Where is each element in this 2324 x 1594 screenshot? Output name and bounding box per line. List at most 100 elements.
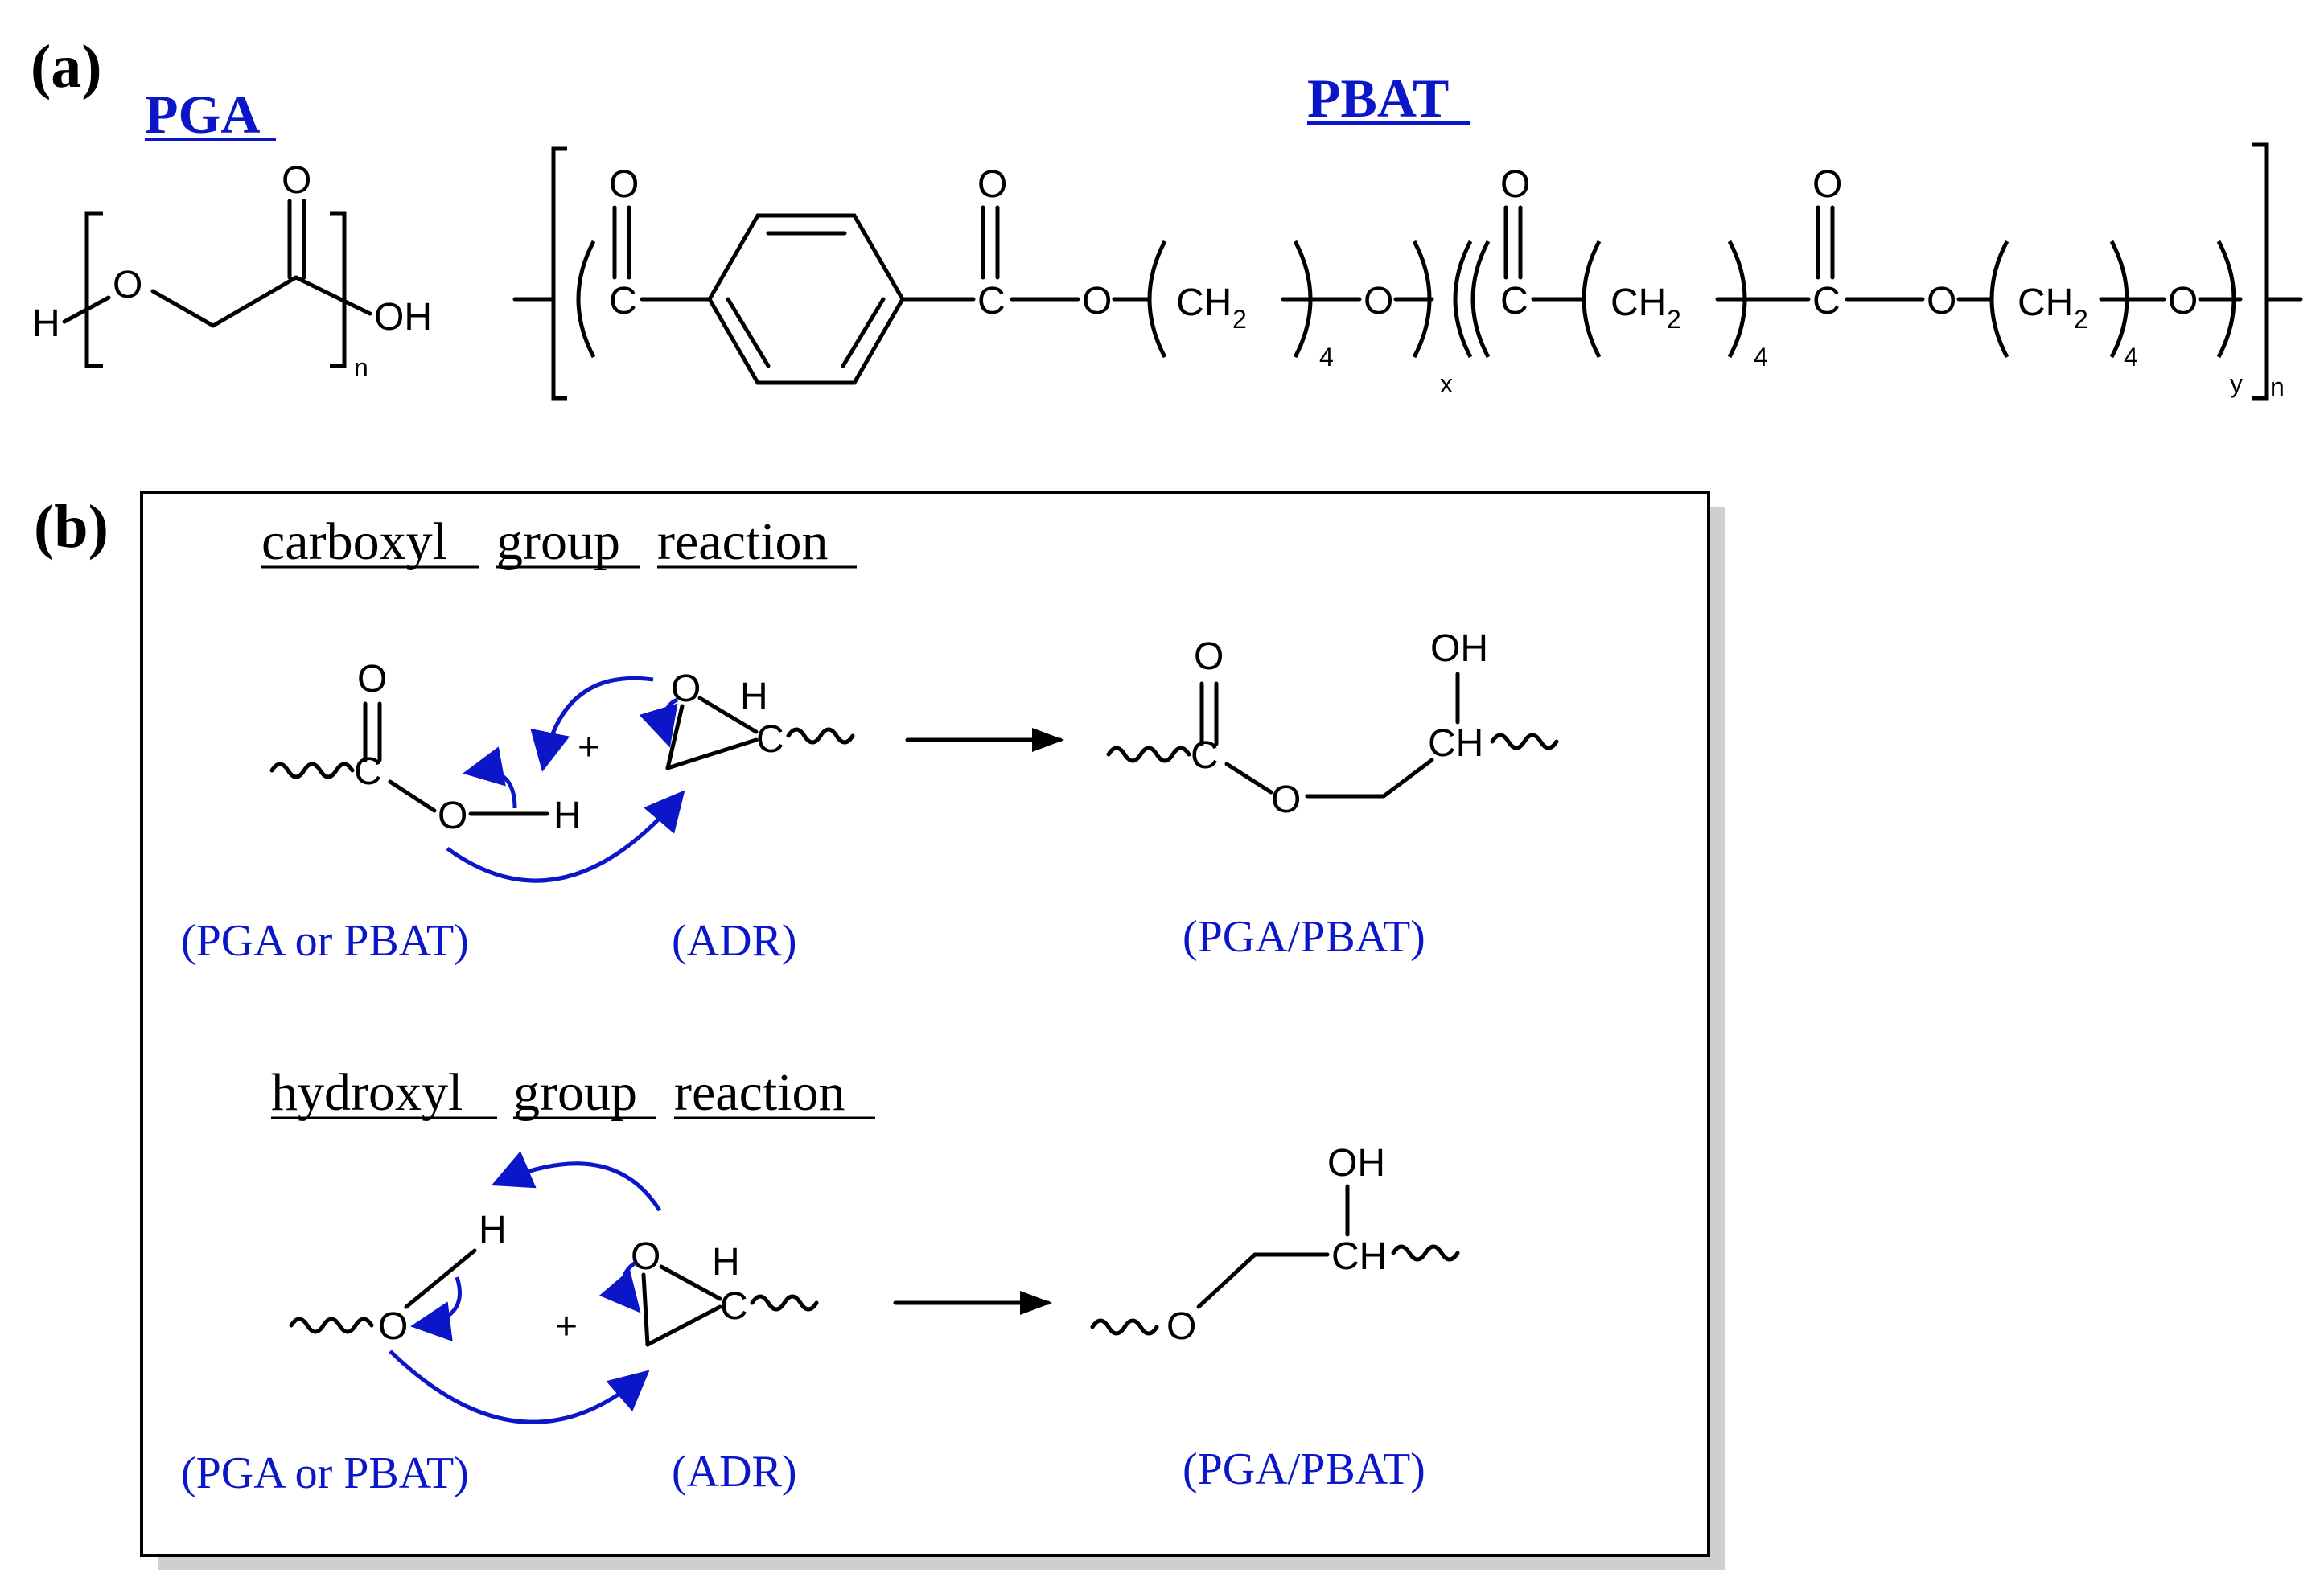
- hydroxyl-product-chain-wave-2: [1391, 1244, 1460, 1262]
- hydroxyl-epoxide-atom-o: O: [631, 1235, 660, 1278]
- hydroxyl-alcohol-bond-o-h: [404, 1248, 477, 1309]
- carboxyl-product-chain-wave-2: [1490, 733, 1559, 750]
- pbat-atom-o-ester2: O: [1927, 280, 1956, 322]
- hydroxyl-arrow-to-h: [491, 1151, 662, 1212]
- hydroxyl-epoxide-bond-o-ch2: [641, 1272, 650, 1347]
- carboxyl-acid-bond-c-o: [388, 779, 437, 813]
- pbat-paren-x-open: [576, 240, 596, 359]
- pga-right-bracket: [330, 211, 347, 368]
- pga-atom-h: H: [32, 302, 60, 345]
- carboxyl-title-word-1: carboxyl: [261, 512, 447, 571]
- carboxyl-epoxide-bond-o-c: [697, 696, 759, 734]
- pbat-atom-o-ester1: O: [1082, 280, 1112, 322]
- hydroxyl-alcohol-chain-wave: [289, 1317, 374, 1334]
- carboxyl-plus: +: [578, 726, 600, 769]
- pbat-paren-y-close: [2216, 240, 2236, 359]
- carboxyl-product-atom-oh: OH: [1430, 627, 1488, 670]
- pbat-atom-o2: O: [977, 163, 1007, 206]
- pbat-benzene-ring: [707, 213, 905, 385]
- pga-bond-c-oh: [294, 275, 372, 316]
- pga-subscript-n: n: [354, 353, 368, 382]
- hydroxyl-alcohol-atom-o: O: [378, 1305, 408, 1348]
- carboxyl-acid-atom-o: O: [438, 795, 467, 837]
- carboxyl-acid-atom-carbonyl-o: O: [357, 658, 387, 700]
- pbat-atom-c1: C: [609, 280, 637, 322]
- carboxyl-label-product: (PGA/PBAT): [1183, 912, 1425, 962]
- pbat-atom-c4: C: [1812, 280, 1841, 322]
- pbat-ring-inner-2: [841, 297, 886, 368]
- pbat-atom-o-end1: O: [1364, 280, 1393, 322]
- pga-bond-ch2-c: [211, 275, 298, 328]
- pbat-count-1: 4: [1319, 343, 1334, 372]
- pbat-atom-o3: O: [1500, 163, 1530, 206]
- panel-a-label: (a): [31, 33, 102, 101]
- hydroxyl-label-product: (PGA/PBAT): [1183, 1444, 1425, 1494]
- pbat-count-3: 4: [2124, 343, 2138, 372]
- hydroxyl-product-atom-o: O: [1166, 1305, 1196, 1348]
- hydroxyl-epoxide-atom-c: C: [720, 1285, 748, 1328]
- hydroxyl-epoxide-atom-h: H: [712, 1241, 740, 1284]
- pbat-count-2: 4: [1754, 343, 1768, 372]
- carboxyl-epoxide-chain-wave: [786, 727, 855, 745]
- carboxyl-label-adr: (ADR): [672, 916, 797, 966]
- panel-b-box: [140, 491, 1710, 1557]
- pga-left-bracket: [84, 211, 103, 368]
- hydroxyl-product-bond-o-ch2: [1196, 1252, 1257, 1309]
- pbat-paren-y-open-2: [1470, 240, 1491, 359]
- hydroxyl-arrow-epoxide-o: [598, 1260, 641, 1313]
- hydroxyl-title-word-1: hydroxyl: [271, 1063, 463, 1122]
- carboxyl-title-word-2: group: [496, 512, 620, 571]
- hydroxyl-epoxide-bond-o-c: [659, 1264, 722, 1301]
- pbat-atom-ch2-1-sub: 2: [1232, 305, 1247, 334]
- pbat-paren-ch2-2-open: [1582, 240, 1602, 359]
- panel-a: (a) PGA H O O OH n PBAT C: [31, 33, 2303, 401]
- pbat-atom-c2: C: [977, 280, 1006, 322]
- pbat-paren-ch2-3-open: [1989, 240, 2009, 359]
- pbat-subscript-n: n: [2270, 372, 2285, 401]
- pbat-title: PBAT: [1307, 68, 1449, 129]
- hydroxyl-epoxide-bond-ring: [645, 1304, 722, 1347]
- carboxyl-product-atom-ch: CH: [1428, 722, 1483, 765]
- carboxyl-product-chain-wave: [1106, 746, 1191, 763]
- carboxyl-product-bond-c-o: [1224, 762, 1273, 795]
- pbat-atom-ch2-1: CH: [1176, 281, 1232, 324]
- pbat-atom-o1: O: [609, 163, 639, 206]
- pbat-atom-o-end2: O: [2168, 280, 2198, 322]
- pbat-atom-o4: O: [1812, 163, 1842, 206]
- pbat-paren-ch2-1-open: [1147, 240, 1167, 359]
- pbat-subscript-y: y: [2230, 369, 2243, 398]
- hydroxyl-product-atom-oh: OH: [1327, 1142, 1385, 1185]
- hydroxyl-label-adr: (ADR): [672, 1447, 797, 1497]
- pbat-subscript-x: x: [1440, 369, 1453, 398]
- pbat-atom-c3: C: [1500, 280, 1528, 322]
- hydroxyl-product-chain-wave: [1090, 1318, 1159, 1336]
- pbat-atom-ch2-2: CH: [1610, 281, 1666, 324]
- carboxyl-epoxide-atom-h: H: [740, 676, 768, 718]
- carboxyl-acid-atom-c: C: [354, 750, 382, 793]
- carboxyl-reaction: carboxyl group reaction C O O H + O H C: [181, 512, 1559, 966]
- pga-structure: PGA H O O OH n: [32, 84, 432, 382]
- pbat-paren-y-open: [1453, 240, 1473, 359]
- carboxyl-epoxide-atom-o: O: [671, 668, 701, 710]
- hydroxyl-product-atom-ch: CH: [1331, 1235, 1387, 1278]
- carboxyl-label-reactant: (PGA or PBAT): [181, 916, 469, 966]
- hydroxyl-reaction: hydroxyl group reaction O H + O H C: [181, 1063, 1460, 1498]
- carboxyl-epoxide-bond-ring: [665, 737, 759, 770]
- hydroxyl-title-word-3: reaction: [674, 1063, 845, 1122]
- pbat-atom-ch2-3: CH: [2018, 281, 2073, 324]
- carboxyl-title-word-3: reaction: [657, 512, 829, 571]
- hydroxyl-label-reactant: (PGA or PBAT): [181, 1448, 469, 1498]
- hydroxyl-title-word-2: group: [513, 1063, 637, 1122]
- pga-title: PGA: [145, 84, 261, 145]
- pga-atom-carbonyl-o: O: [282, 159, 311, 202]
- hydroxyl-plus: +: [555, 1305, 578, 1348]
- carboxyl-product-bond-ch2-ch: [1381, 758, 1434, 799]
- carboxyl-product-atom-c: C: [1191, 734, 1219, 777]
- hydroxyl-alcohol-atom-h: H: [479, 1209, 507, 1251]
- hydroxyl-arrow-o-attack: [389, 1350, 650, 1424]
- hydroxyl-epoxide-chain-wave: [750, 1294, 819, 1312]
- panel-b-label: (b): [34, 493, 109, 561]
- carboxyl-acid-atom-h: H: [553, 795, 582, 837]
- pga-bond-h-o: [62, 295, 111, 324]
